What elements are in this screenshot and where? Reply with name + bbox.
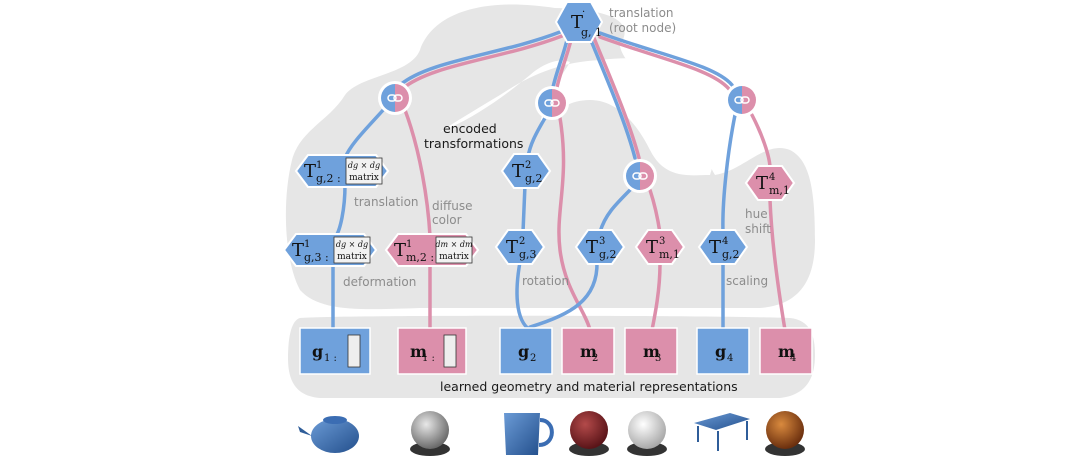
node-sub: g,3: [519, 248, 537, 261]
node-symbol: T: [646, 237, 658, 258]
node-sup: 4: [769, 172, 775, 183]
link-chain-icon: [387, 94, 403, 102]
root-sup: ·: [582, 7, 585, 18]
node-sub: g,3 :: [304, 251, 329, 264]
gray-material-sphere: [410, 411, 450, 456]
learned-representations-label: learned geometry and material representa…: [440, 379, 738, 394]
hue-label-line2: shift: [745, 222, 771, 236]
representation-m4[interactable]: m4: [759, 327, 813, 375]
node-sup: 1: [406, 239, 412, 250]
rep-symbol: g: [312, 342, 323, 361]
node-symbol: T: [506, 237, 518, 258]
mug-render: [504, 413, 554, 455]
region-cutout: [440, 58, 740, 176]
diffuse-label-line1: diffuse: [432, 199, 472, 213]
matrix-dims: dg × dg: [336, 240, 368, 249]
matrix-dims: dg × dg: [348, 161, 380, 170]
node-symbol: T: [292, 240, 304, 261]
node-sub: m,1: [769, 184, 790, 197]
rep-sub: 2: [530, 353, 536, 364]
encoded-label-line1: encoded: [443, 121, 497, 136]
node-sub: m,1: [659, 248, 680, 261]
encoder-node-3[interactable]: [623, 159, 657, 193]
node-sup: 3: [659, 236, 665, 247]
node-sub: g,2: [599, 248, 617, 261]
rep-sub: 2: [592, 353, 598, 364]
latent-vector: [443, 334, 457, 368]
node-sub: m,2 :: [406, 251, 434, 264]
scaling-label: scaling: [726, 274, 768, 288]
rotation-label: rotation: [522, 274, 569, 288]
teapot-render: [298, 416, 359, 453]
encoded-label-line2: transformations: [424, 136, 523, 151]
node-sub: g,2 :: [316, 172, 341, 185]
link-chain-icon: [734, 96, 750, 104]
encoder-node-2[interactable]: [535, 86, 569, 120]
node-symbol: T: [394, 240, 406, 261]
rep-symbol: m: [580, 342, 597, 361]
rep-symbol: m: [643, 342, 660, 361]
root-symbol: T: [571, 12, 583, 33]
rep-sub: 3: [655, 353, 661, 364]
rep-symbol: g: [518, 342, 529, 361]
rep-sub: 4: [790, 353, 796, 364]
matrix-label: matrix: [439, 252, 469, 262]
node-sup: 1: [304, 239, 310, 250]
wood-material-sphere: [765, 411, 805, 456]
rep-symbol: m: [410, 342, 427, 361]
representation-m3[interactable]: m3: [624, 327, 678, 375]
translation-label: translation: [354, 195, 419, 209]
encoder-node-1[interactable]: [378, 81, 412, 115]
deformation-label: deformation: [343, 275, 416, 289]
node-symbol: T: [756, 173, 768, 194]
node-symbol: T: [709, 237, 721, 258]
node-sup: 2: [519, 236, 525, 247]
node-sup: 1: [316, 160, 322, 171]
root-label-line1: translation: [609, 6, 674, 20]
node-sup: 3: [599, 236, 605, 247]
node-symbol: T: [512, 161, 524, 182]
root-node[interactable]: T · g, 1: [554, 0, 604, 43]
matrix-label: matrix: [349, 173, 379, 183]
white-marble-sphere: [627, 411, 667, 456]
link-chain-icon: [544, 99, 560, 107]
rep-symbol: g: [715, 342, 726, 361]
node-symbol: T: [304, 161, 316, 182]
node-symbol: T: [586, 237, 598, 258]
root-label-line2: (root node): [609, 21, 676, 35]
node-sup: 2: [525, 160, 531, 171]
table-render: [694, 413, 750, 451]
red-material-sphere: [569, 411, 609, 456]
diffuse-label-line2: color: [432, 213, 462, 227]
root-sub: g, 1: [581, 26, 602, 39]
rep-symbol: m: [778, 342, 795, 361]
hue-label-line1: hue: [745, 207, 768, 221]
matrix-label: matrix: [337, 252, 367, 262]
matrix-dims: dm × dm: [435, 240, 473, 249]
node-sub: g,2: [722, 248, 740, 261]
representation-m1[interactable]: m1 :: [397, 327, 467, 375]
rep-sub: 4: [727, 353, 733, 364]
rep-sub: 1 :: [422, 353, 435, 364]
node-sup: 4: [722, 236, 728, 247]
link-chain-icon: [632, 172, 648, 180]
encoder-node-4[interactable]: [725, 83, 759, 117]
rep-sub: 1 :: [324, 353, 337, 364]
latent-vector: [347, 334, 361, 368]
representation-m2[interactable]: m2: [561, 327, 615, 375]
node-sub: g,2: [525, 172, 543, 185]
